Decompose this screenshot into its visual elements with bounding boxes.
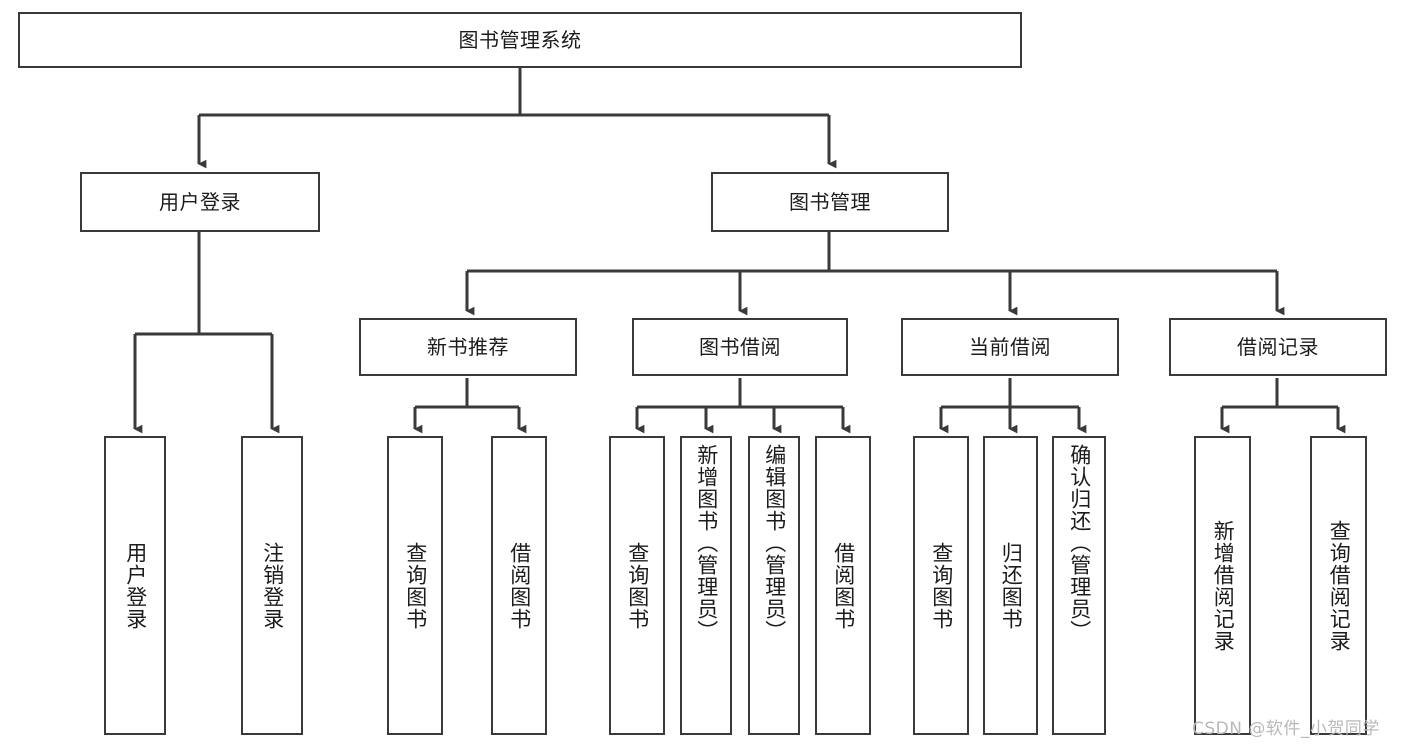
node-leaf-query-book-1-label: 查询图书 (403, 541, 428, 630)
node-leaf-query-book-2-label: 查询图书 (625, 541, 650, 630)
node-new-book-rec[interactable]: 新书推荐 (359, 318, 577, 376)
node-leaf-edit-book[interactable]: 编辑图书（管理员） (748, 436, 800, 735)
node-leaf-user-logout[interactable]: 注销登录 (241, 436, 303, 735)
node-leaf-query-record-label: 查询借阅记录 (1327, 519, 1352, 652)
node-leaf-borrow-book-2-label: 借阅图书 (831, 541, 856, 630)
node-leaf-return-book-label: 归还图书 (999, 541, 1024, 630)
node-current-borrow-label: 当前借阅 (969, 334, 1051, 359)
node-leaf-add-record[interactable]: 新增借阅记录 (1194, 436, 1251, 735)
node-leaf-confirm-return[interactable]: 确认归还（管理员） (1052, 436, 1106, 735)
node-leaf-query-book-3[interactable]: 查询图书 (913, 436, 969, 735)
node-user-login[interactable]: 用户登录 (80, 172, 320, 232)
node-leaf-user-login[interactable]: 用户登录 (104, 436, 166, 735)
node-leaf-query-book-2[interactable]: 查询图书 (609, 436, 665, 735)
node-leaf-borrow-book-2[interactable]: 借阅图书 (815, 436, 871, 735)
node-leaf-user-login-label: 用户登录 (123, 541, 148, 630)
watermark: CSDN @软件_小贺同学 (1192, 719, 1380, 739)
node-leaf-add-book[interactable]: 新增图书（管理员） (680, 436, 732, 735)
node-leaf-user-logout-label: 注销登录 (260, 541, 285, 630)
node-leaf-confirm-return-label: 确认归还（管理员） (1067, 444, 1092, 642)
node-book-manage[interactable]: 图书管理 (711, 172, 949, 232)
node-leaf-add-record-label: 新增借阅记录 (1211, 519, 1236, 652)
node-leaf-edit-book-label: 编辑图书（管理员） (762, 444, 787, 642)
node-root-label: 图书管理系统 (458, 27, 582, 52)
node-leaf-borrow-book-1-label: 借阅图书 (507, 541, 532, 630)
node-borrow-record-label: 借阅记录 (1237, 334, 1319, 359)
node-leaf-query-book-1[interactable]: 查询图书 (387, 436, 443, 735)
node-user-login-label: 用户登录 (159, 189, 241, 214)
node-book-manage-label: 图书管理 (789, 189, 871, 214)
node-book-borrow[interactable]: 图书借阅 (632, 318, 848, 376)
node-borrow-record[interactable]: 借阅记录 (1169, 318, 1387, 376)
node-leaf-return-book[interactable]: 归还图书 (983, 436, 1038, 735)
node-book-borrow-label: 图书借阅 (699, 334, 781, 359)
node-root[interactable]: 图书管理系统 (18, 12, 1022, 68)
node-new-book-rec-label: 新书推荐 (427, 334, 509, 359)
node-leaf-borrow-book-1[interactable]: 借阅图书 (491, 436, 547, 735)
node-leaf-query-record[interactable]: 查询借阅记录 (1310, 436, 1367, 735)
node-leaf-query-book-3-label: 查询图书 (929, 541, 954, 630)
node-current-borrow[interactable]: 当前借阅 (901, 318, 1119, 376)
node-leaf-add-book-label: 新增图书（管理员） (694, 444, 719, 642)
